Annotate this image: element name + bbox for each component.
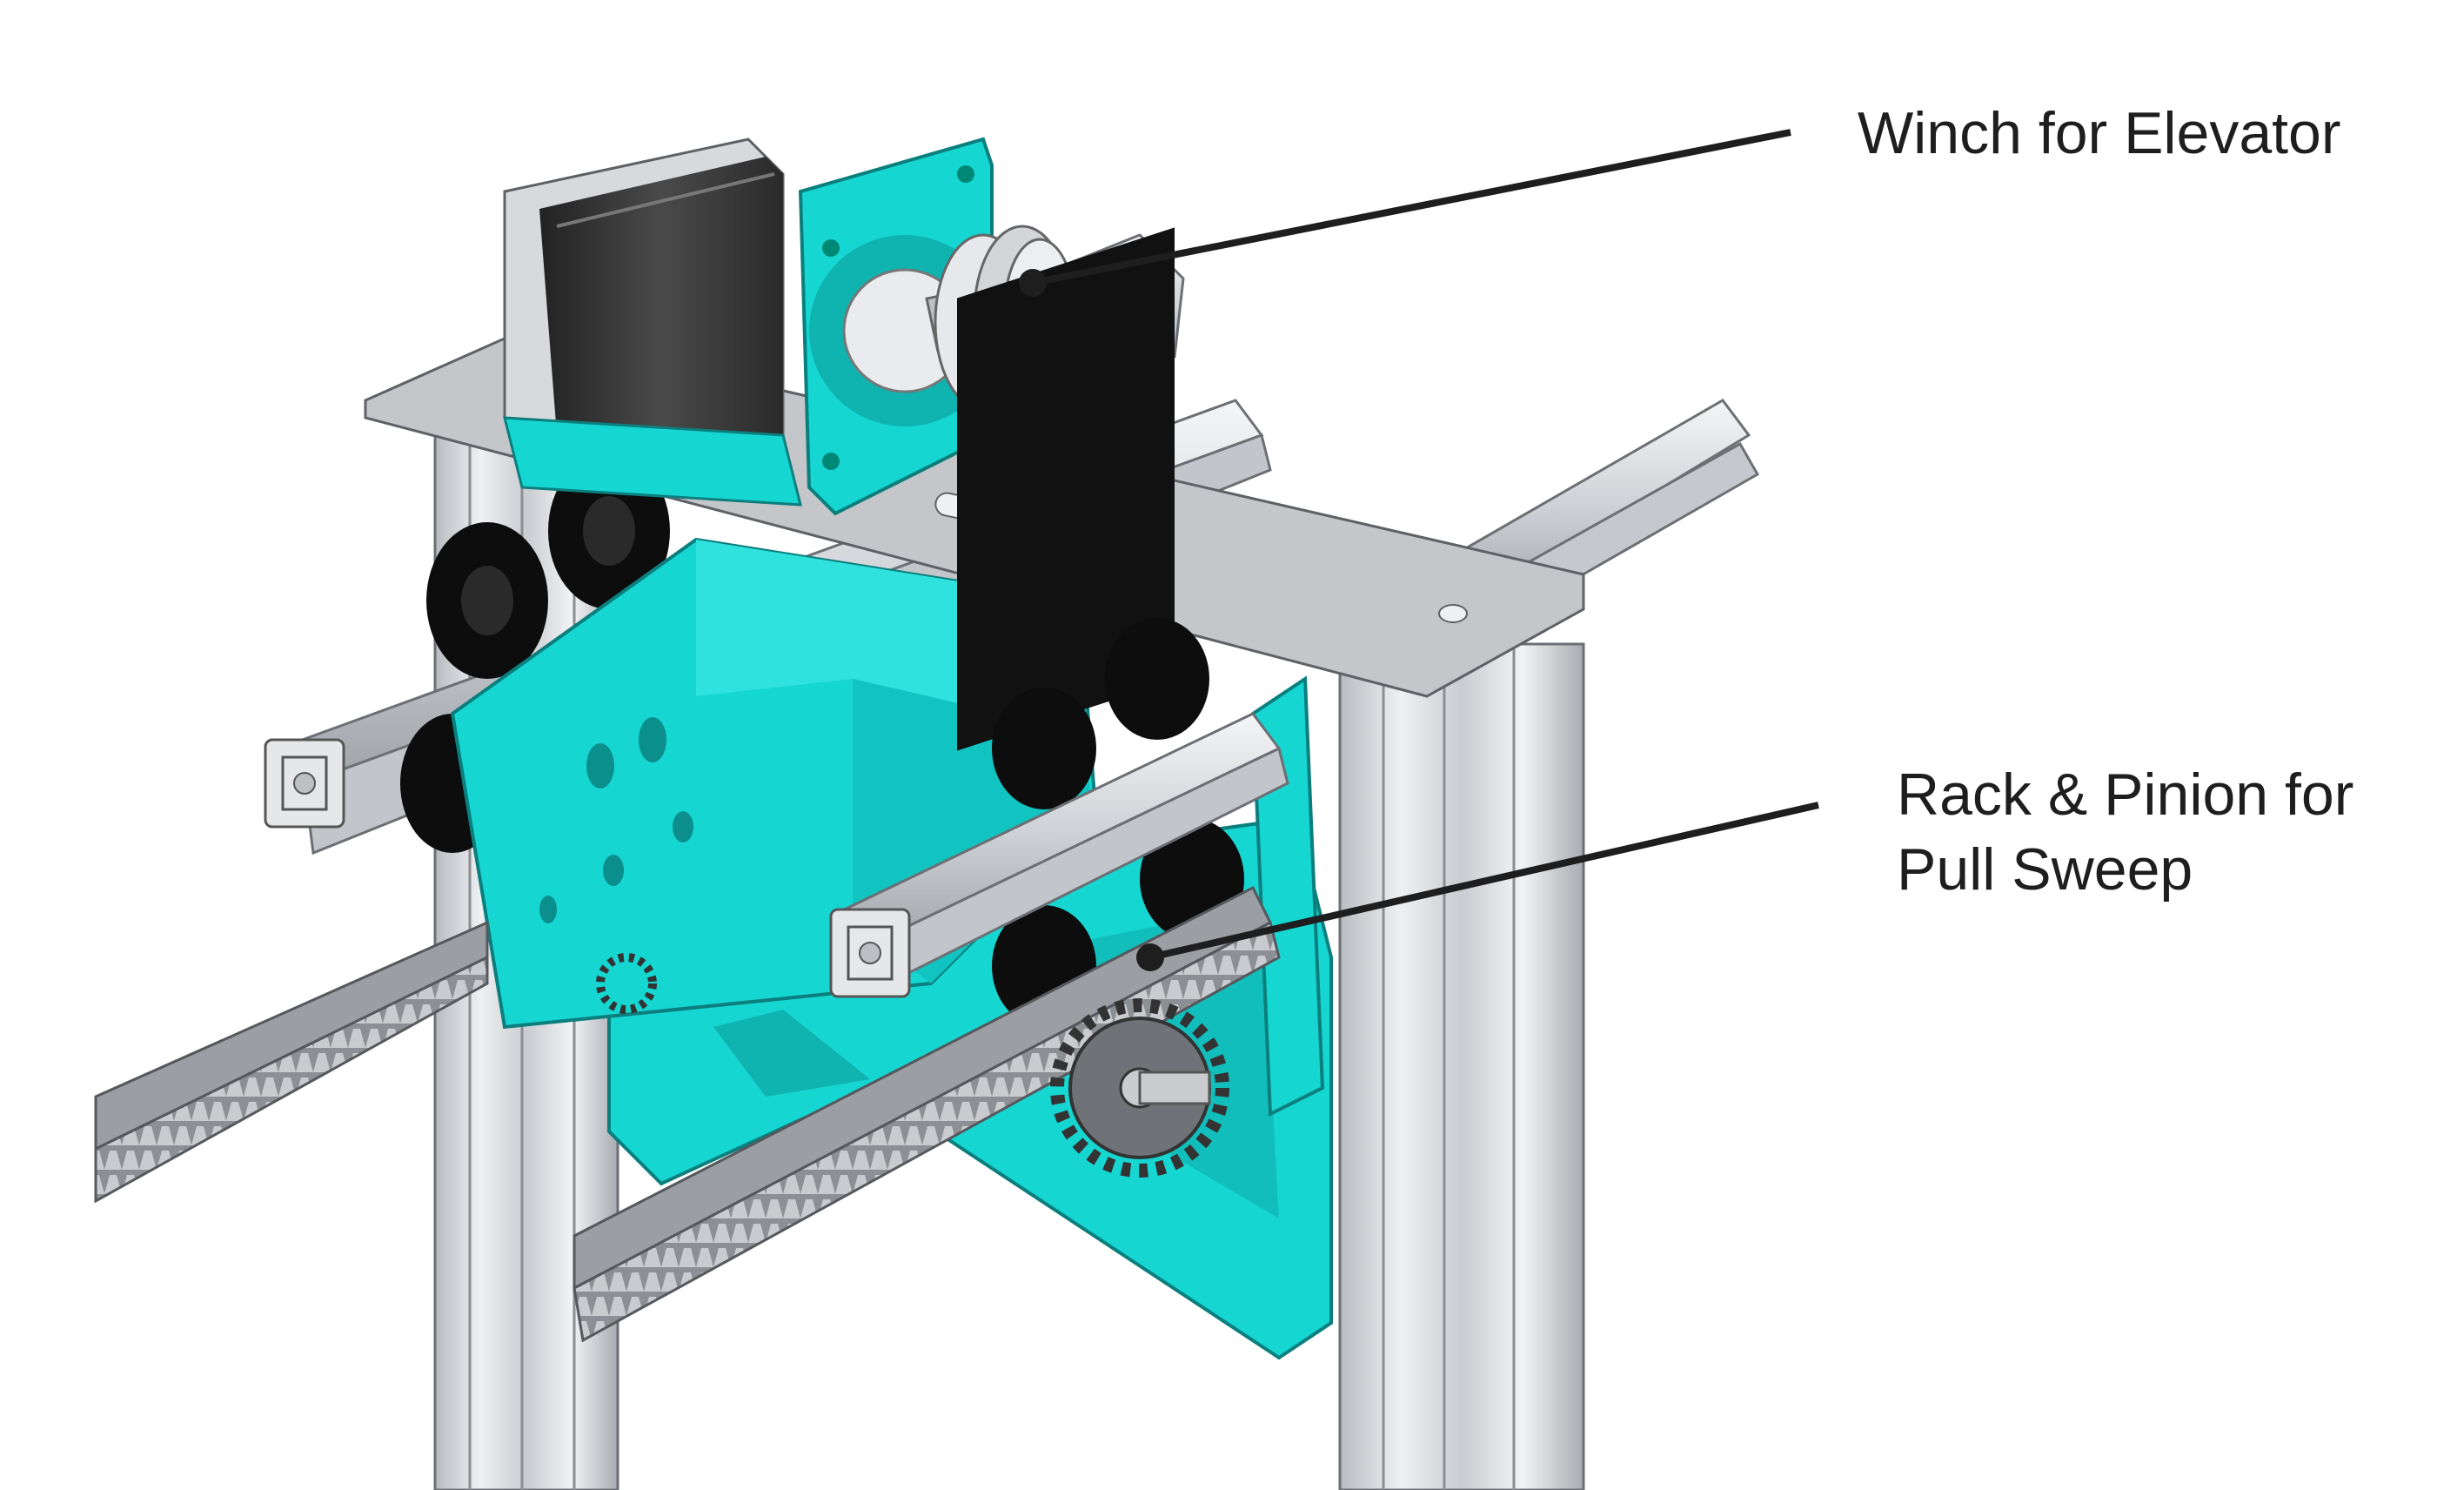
extrusion-end-profile-right — [829, 908, 911, 998]
stepper-motor-icon — [503, 138, 802, 507]
vertical-extrusion-right — [1338, 642, 1585, 1490]
callout-label-rack-line2: Pull Sweep — [1897, 836, 2193, 903]
leader-line-winch — [1032, 129, 1791, 286]
horizontal-extrusion-right — [829, 712, 1289, 998]
gear-rack-left — [94, 920, 489, 1204]
carriage-holes — [539, 717, 693, 923]
callout-label-rack-line1: Rack & Pinion for — [1897, 762, 2354, 828]
leader-dot-rack — [1136, 943, 1164, 971]
gear-pinion-icon — [596, 953, 1229, 1178]
callout-label-winch: Winch for Elevator — [1858, 100, 2341, 166]
callout-label-rack-pinion: Rack & Pinion for Pull Sweep — [1897, 757, 2354, 907]
leader-dot-winch — [1019, 269, 1047, 297]
leader-line-rack — [1149, 802, 1819, 961]
extrusion-end-profile-left — [264, 738, 345, 829]
callout-leaders — [1019, 129, 1819, 971]
